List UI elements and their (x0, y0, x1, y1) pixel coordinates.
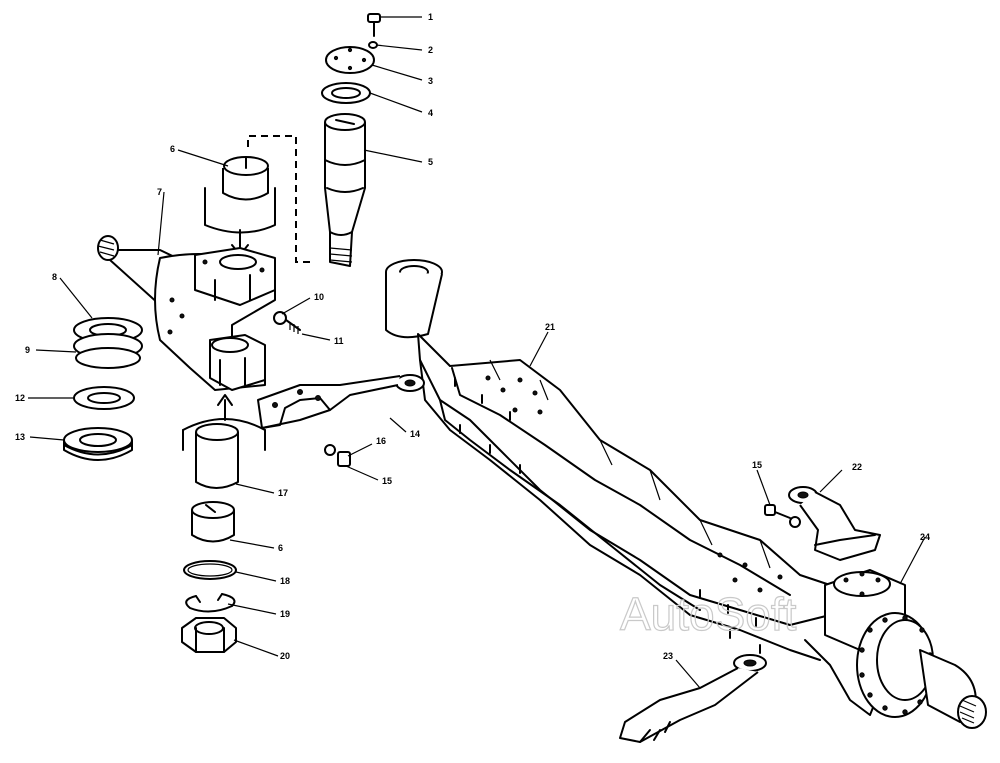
callout-22: 22 (852, 462, 862, 472)
lower-kingpin-guide (182, 394, 266, 451)
callout-24: 24 (920, 532, 930, 542)
assembly-guide-line (247, 135, 310, 263)
bearing-seal (63, 427, 133, 461)
stop-bolt (273, 311, 301, 334)
callout-2: 2 (428, 45, 433, 55)
callout-labels: 1 2 3 4 5 6 7 8 9 10 11 12 13 14 16 15 1… (15, 12, 930, 661)
callout-4: 4 (428, 108, 433, 118)
o-ring (183, 560, 237, 580)
right-steering-arm (788, 486, 881, 561)
thrust-washer (321, 82, 371, 104)
callout-15-right: 15 (752, 460, 762, 470)
lower-sleeve (195, 423, 239, 489)
lower-bushing (191, 501, 235, 543)
callout-6: 6 (170, 144, 175, 154)
tie-rod-arm (619, 654, 767, 743)
right-steering-knuckle (804, 569, 987, 729)
left-bolt (324, 444, 351, 467)
watermark: AutoSoft (620, 588, 797, 640)
callout-20: 20 (280, 651, 290, 661)
leader-lines (28, 16, 926, 689)
left-steering-arm (257, 374, 425, 429)
callout-23: 23 (663, 651, 673, 661)
callout-18: 18 (280, 576, 290, 586)
thrust-washer-lower (73, 386, 135, 410)
callout-8: 8 (52, 272, 57, 282)
callout-1: 1 (428, 12, 433, 22)
callout-10: 10 (314, 292, 324, 302)
callout-16: 16 (376, 436, 386, 446)
callout-19: 19 (280, 609, 290, 619)
cap-screw (367, 13, 381, 37)
callout-15-left: 15 (382, 476, 392, 486)
callout-14: 14 (410, 429, 420, 439)
callout-5: 5 (428, 157, 433, 167)
upper-bushing (204, 156, 276, 256)
kingpin (324, 113, 366, 267)
callout-13: 13 (15, 432, 25, 442)
thrust-bearing (73, 317, 143, 369)
callout-7: 7 (157, 187, 162, 197)
callout-17: 17 (278, 488, 288, 498)
callout-21: 21 (545, 322, 555, 332)
callout-12: 12 (15, 393, 25, 403)
left-steering-knuckle (97, 235, 276, 391)
snap-ring (185, 593, 236, 613)
kingpin-nut (181, 617, 237, 653)
lock-washer (368, 41, 378, 49)
right-bolt (764, 504, 801, 528)
callout-3: 3 (428, 76, 433, 86)
cap-plate (325, 46, 375, 74)
callout-6-lower: 6 (278, 543, 283, 553)
callout-9: 9 (25, 345, 30, 355)
axle-beam (385, 259, 831, 661)
callout-11: 11 (334, 336, 344, 346)
